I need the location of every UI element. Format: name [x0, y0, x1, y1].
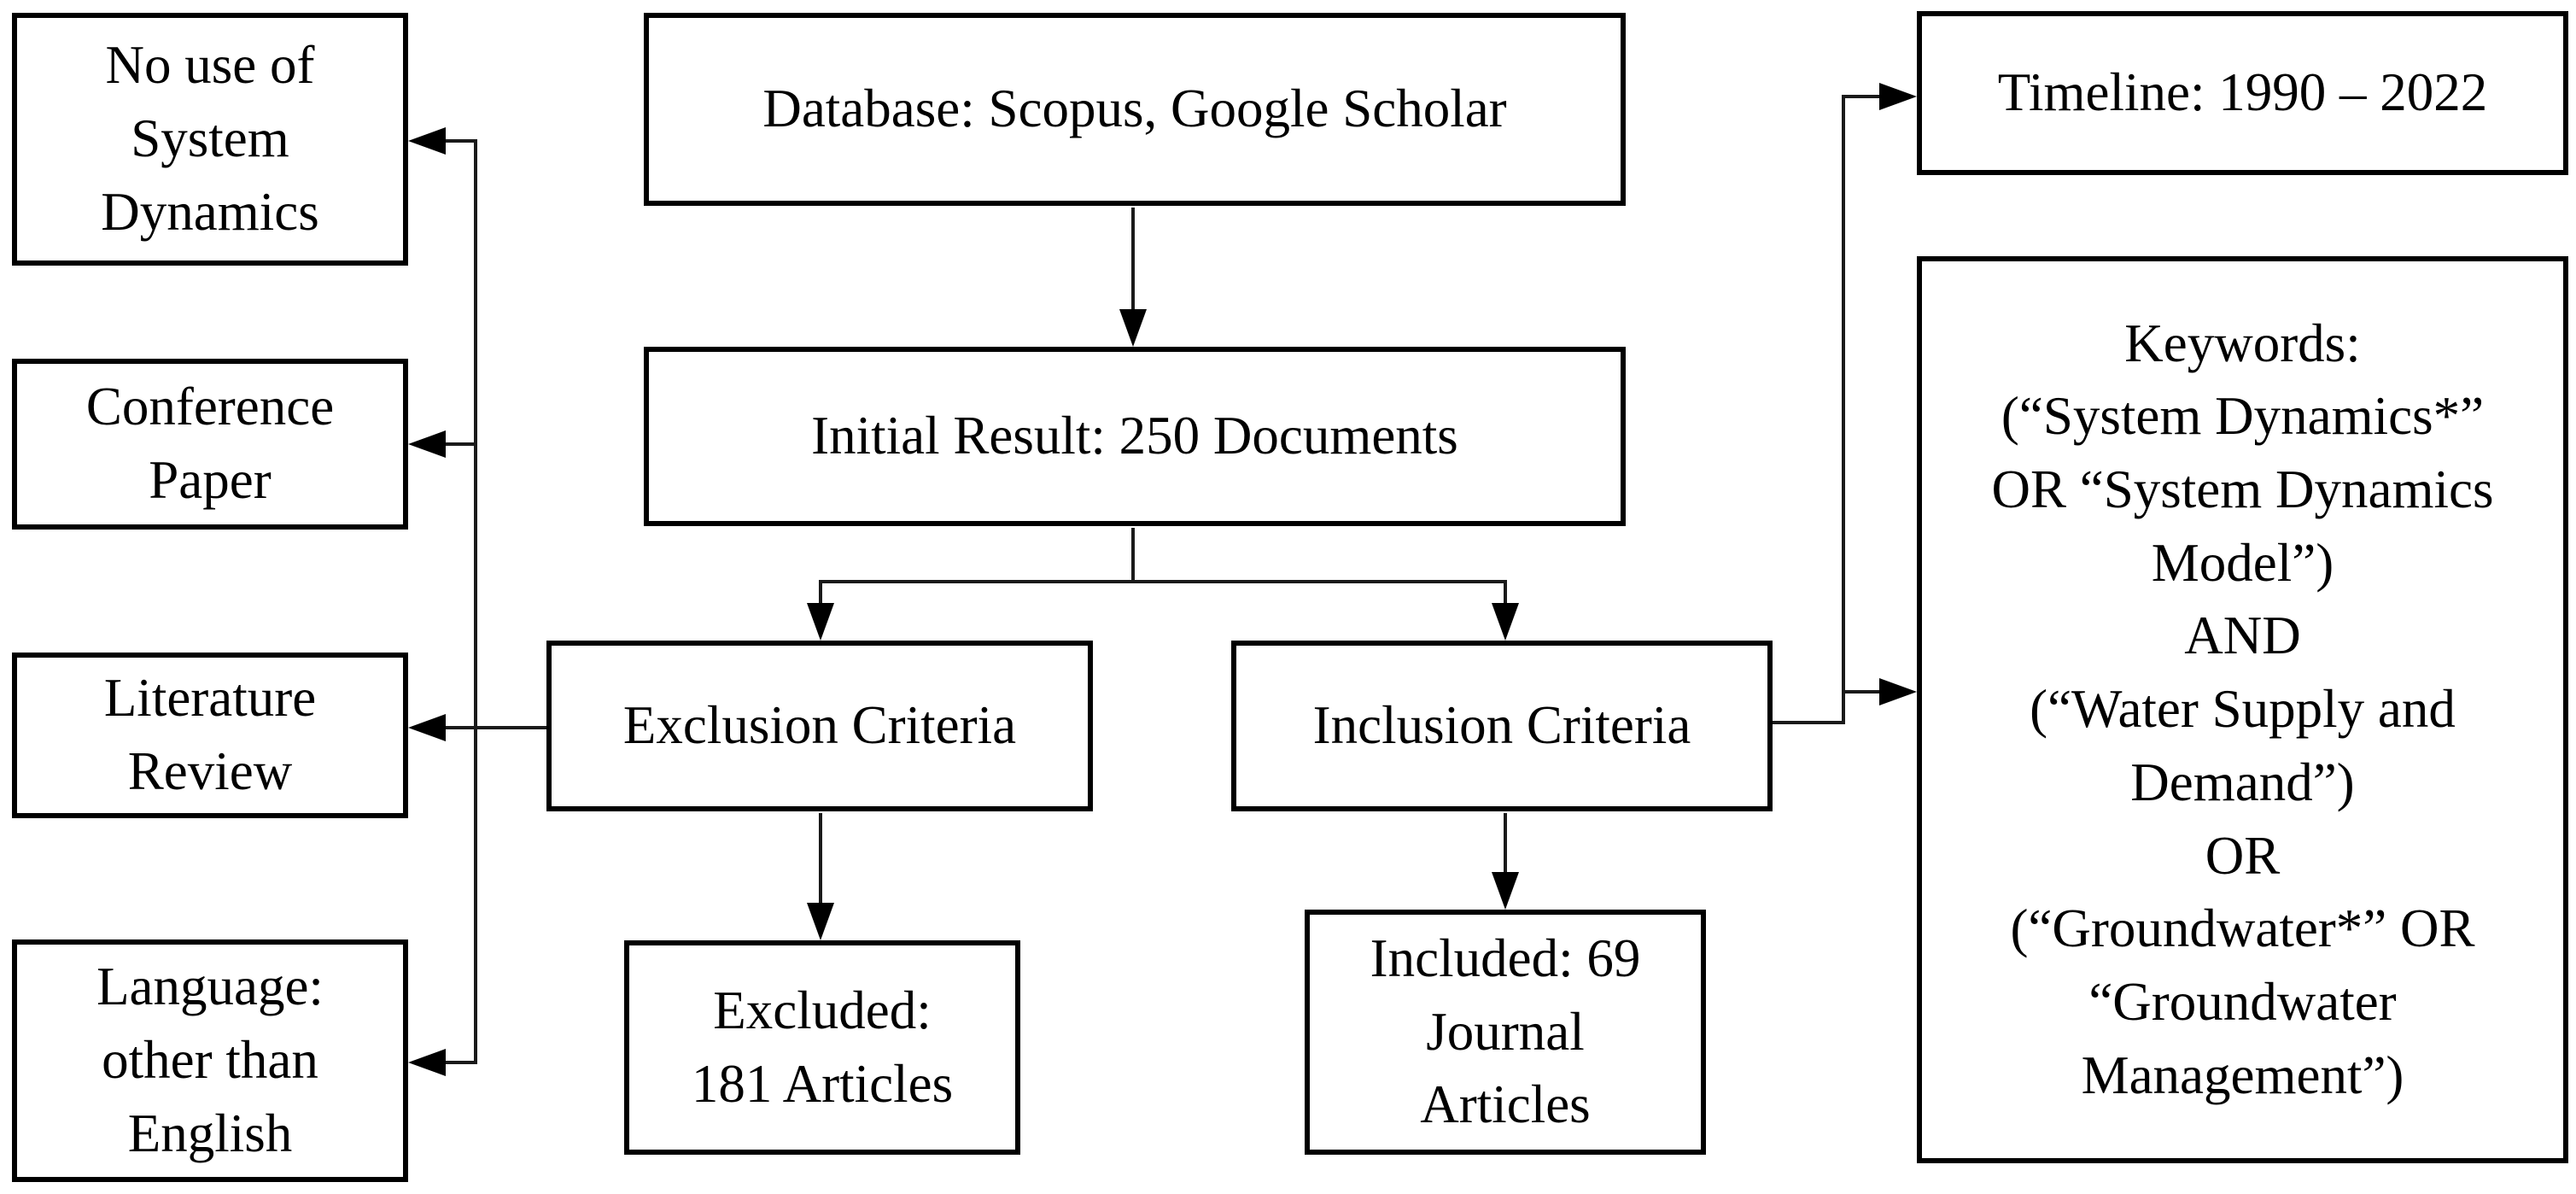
- box-timeline: Timeline: 1990 – 2022: [1917, 11, 2568, 175]
- connector-exclusion-trunk: [444, 726, 546, 729]
- arrowhead-timeline: [1879, 83, 1917, 110]
- arrowhead-no-sd: [408, 127, 446, 155]
- connector-left-trunk: [474, 139, 477, 1064]
- box-database: Database: Scopus, Google Scholar: [644, 13, 1626, 206]
- box-keywords: Keywords: (“System Dynamics*” OR “System…: [1917, 256, 2568, 1163]
- box-language-text: Language: other than English: [96, 957, 324, 1163]
- arrowhead-initial-result: [1119, 309, 1147, 347]
- connector-split-bar: [819, 580, 1507, 583]
- connector-to-conference: [444, 442, 477, 446]
- arrowhead-literature: [408, 714, 446, 741]
- box-language: Language: other than English: [12, 939, 408, 1182]
- box-excluded-text: Excluded: 181 Articles: [691, 980, 954, 1114]
- box-excluded: Excluded: 181 Articles: [624, 940, 1020, 1155]
- arrowhead-conference: [408, 430, 446, 458]
- box-no-system-dynamics: No use of System Dynamics: [12, 13, 408, 266]
- box-included: Included: 69 Journal Articles: [1305, 910, 1706, 1155]
- connector-to-timeline: [1843, 95, 1883, 98]
- box-keywords-text: Keywords: (“System Dynamics*” OR “System…: [1991, 313, 2494, 1105]
- box-exclusion-criteria: Exclusion Criteria: [546, 641, 1093, 811]
- connector-inclusion-right-trunk: [1773, 721, 1845, 724]
- connector-right-trunk: [1842, 95, 1845, 724]
- arrowhead-included: [1492, 872, 1519, 910]
- box-inclusion-criteria-text: Inclusion Criteria: [1312, 695, 1691, 756]
- box-literature-review-text: Literature Review: [103, 668, 317, 801]
- box-included-text: Included: 69 Journal Articles: [1370, 928, 1641, 1135]
- box-exclusion-criteria-text: Exclusion Criteria: [622, 695, 1017, 756]
- box-conference-paper: Conference Paper: [12, 359, 408, 530]
- connector-inclusion-included: [1504, 813, 1507, 875]
- connector-split-exclusion: [819, 582, 822, 606]
- arrowhead-exclusion: [807, 603, 834, 641]
- connector-initial-split: [1131, 528, 1135, 582]
- box-conference-paper-text: Conference Paper: [85, 377, 335, 510]
- arrowhead-inclusion: [1492, 603, 1519, 641]
- arrowhead-language: [408, 1049, 446, 1076]
- box-initial-result-text: Initial Result: 250 Documents: [811, 406, 1458, 466]
- box-literature-review: Literature Review: [12, 653, 408, 818]
- connector-to-no-sd: [444, 139, 477, 143]
- box-no-system-dynamics-text: No use of System Dynamics: [101, 35, 319, 242]
- connector-split-inclusion: [1504, 582, 1507, 606]
- box-inclusion-criteria: Inclusion Criteria: [1231, 641, 1773, 811]
- connector-to-keywords: [1843, 690, 1883, 694]
- connector-database-initial: [1131, 208, 1135, 312]
- box-initial-result: Initial Result: 250 Documents: [644, 347, 1626, 526]
- arrowhead-excluded: [807, 903, 834, 940]
- arrowhead-keywords: [1879, 678, 1917, 705]
- connector-to-language: [444, 1061, 477, 1064]
- box-database-text: Database: Scopus, Google Scholar: [762, 79, 1507, 139]
- box-timeline-text: Timeline: 1990 – 2022: [1997, 62, 2488, 123]
- connector-exclusion-excluded: [819, 813, 822, 905]
